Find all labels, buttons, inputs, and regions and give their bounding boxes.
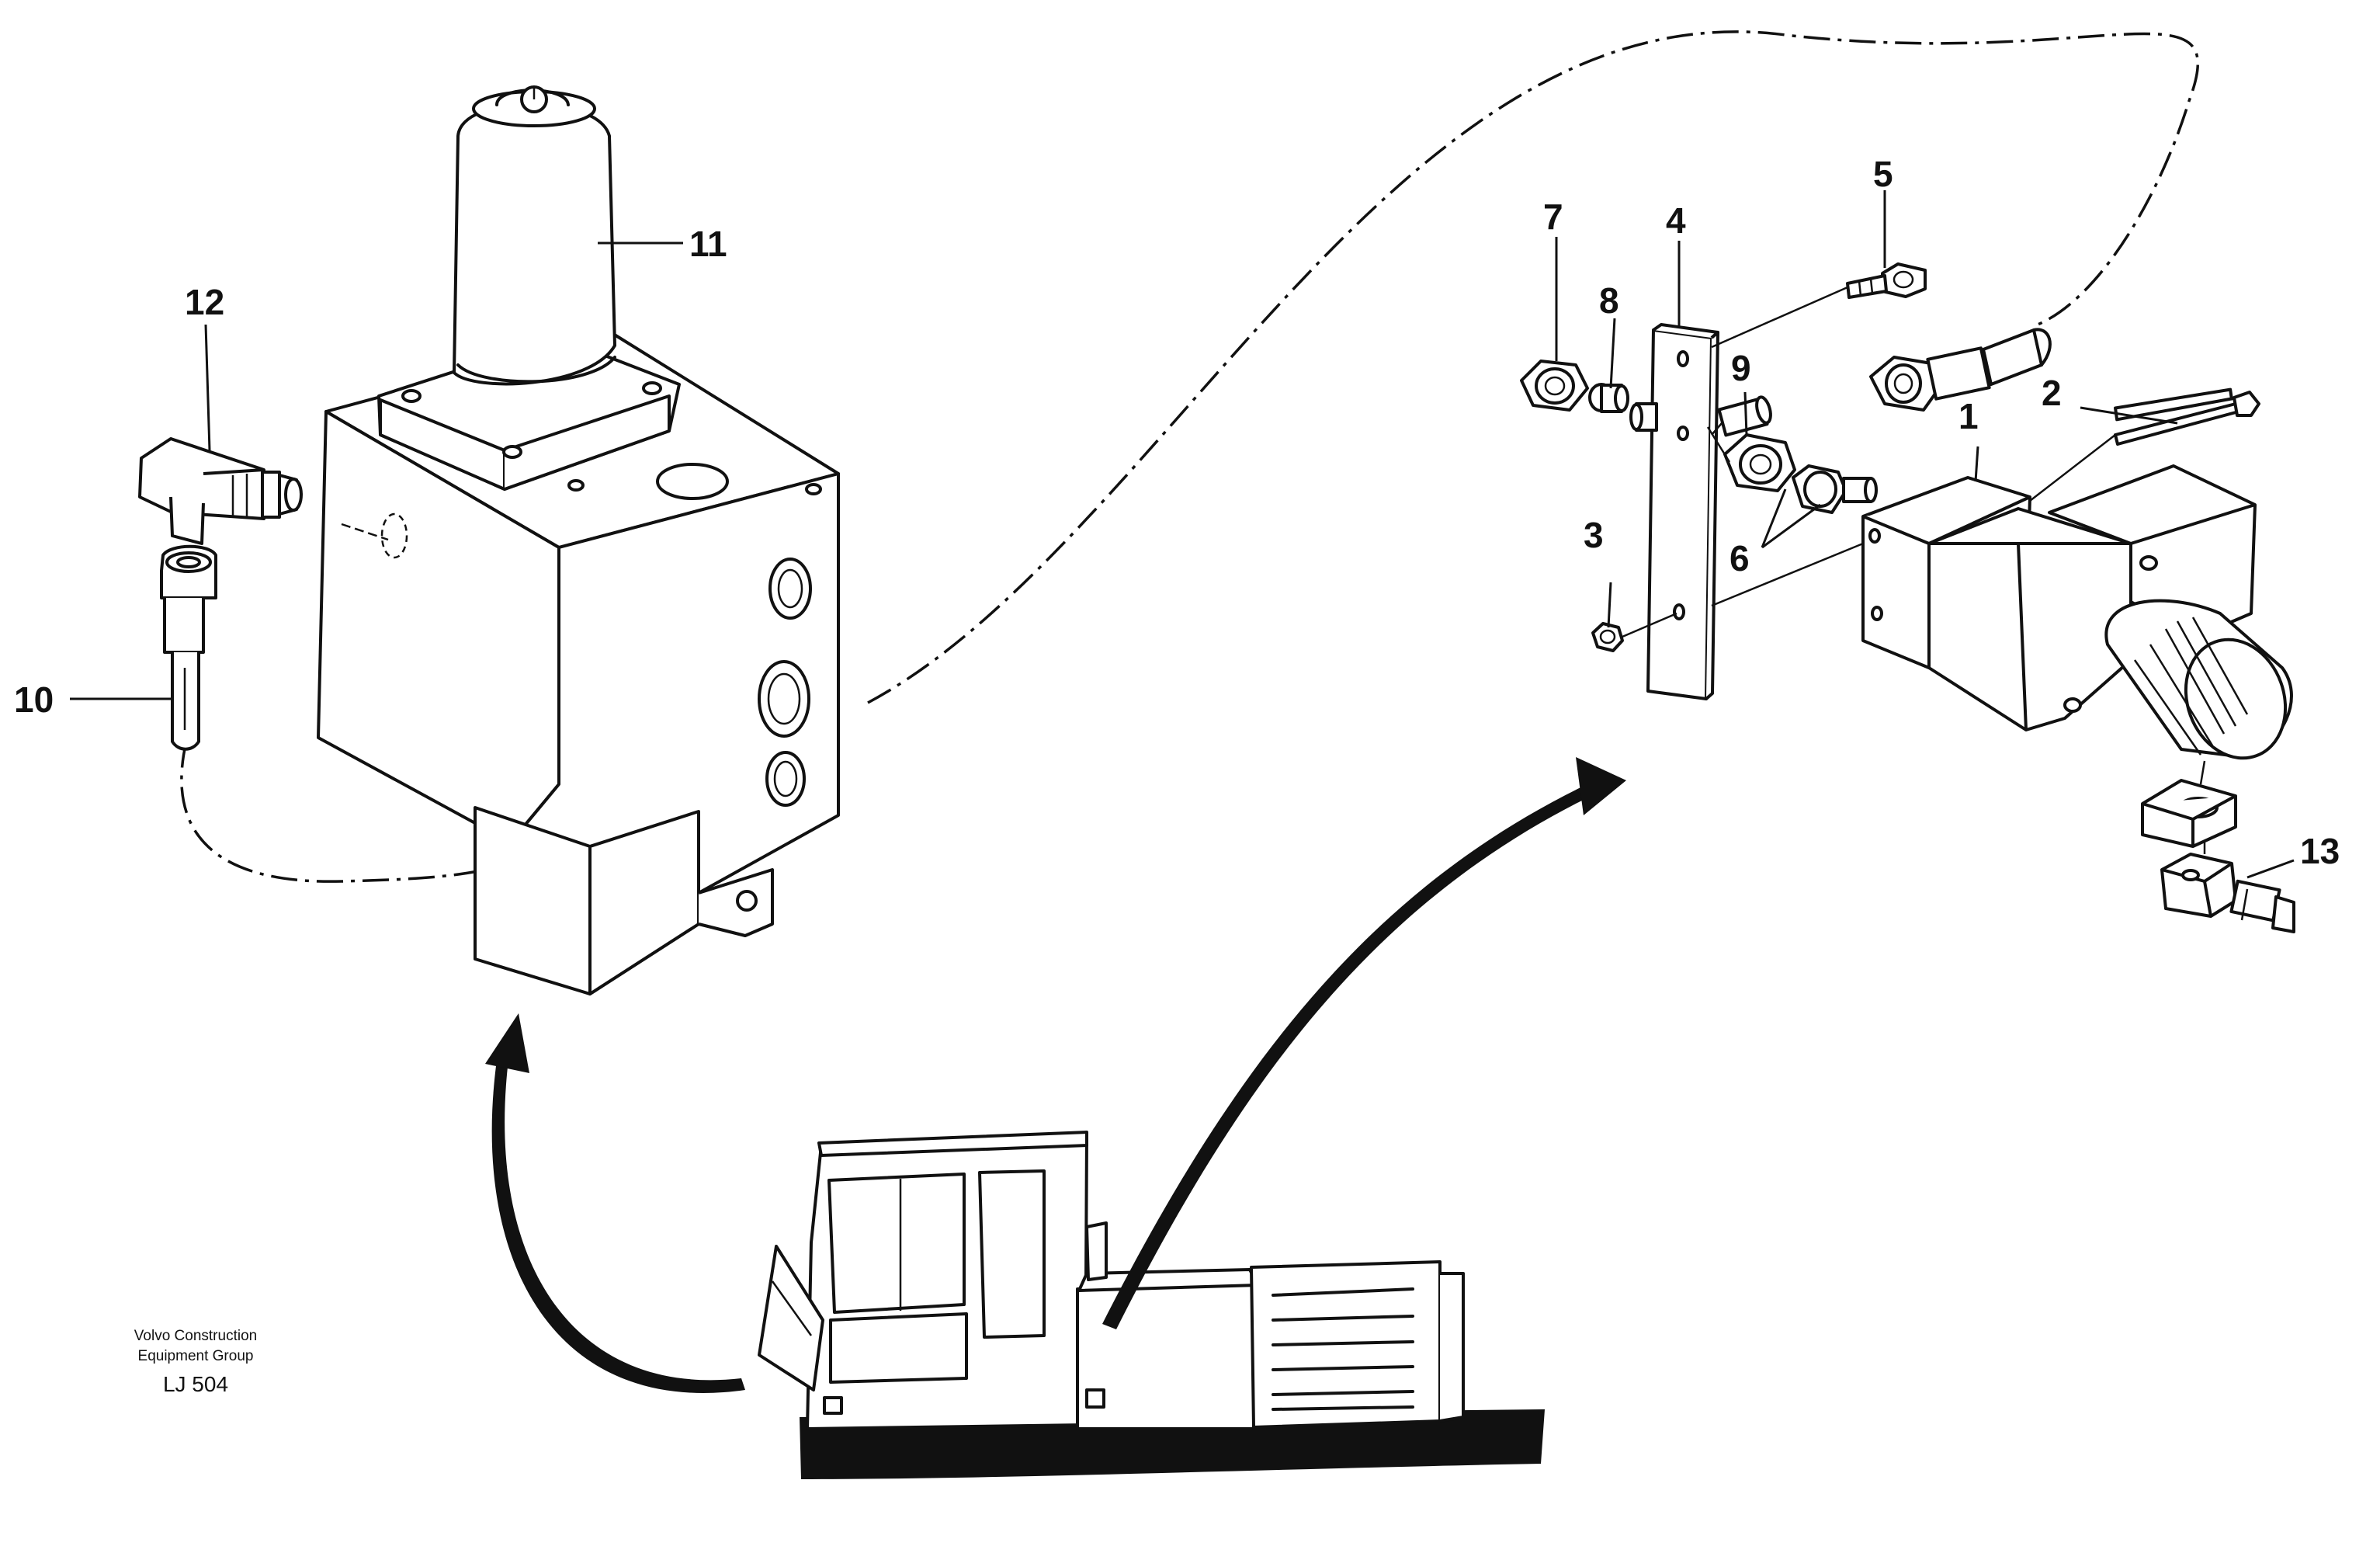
callout-4: 4 [1666, 200, 1686, 241]
nut-part-6-large [1723, 433, 1796, 492]
adapter-part-6 [1792, 464, 1878, 514]
credit-line-1: Volvo Construction [134, 1328, 257, 1344]
callout-5: 5 [1873, 154, 1893, 194]
callout-12: 12 [185, 282, 224, 322]
callout-7: 7 [1543, 196, 1563, 237]
arrow-to-valve [485, 1013, 745, 1393]
hose-route-line [867, 30, 2199, 704]
callout-8: 8 [1599, 280, 1619, 321]
fitting-through-bracket [1629, 402, 1658, 432]
callout-6: 6 [1729, 538, 1750, 578]
nut-part-7 [1520, 360, 1589, 412]
hose-fitting [160, 544, 217, 751]
callout-2: 2 [2042, 373, 2062, 413]
solenoid-flange [377, 336, 681, 491]
callout-13: 13 [2300, 831, 2340, 871]
screw-part-5 [1846, 262, 1927, 299]
callout-9: 9 [1731, 348, 1751, 388]
callout-11: 11 [689, 224, 727, 264]
hose-route-line-lower [180, 741, 486, 883]
excavator [758, 1131, 1545, 1479]
callout-labels: 1 2 3 4 5 6 7 8 9 10 11 12 13 [14, 154, 2340, 871]
mounting-bracket [1646, 323, 1719, 700]
connector-plug [2160, 853, 2295, 933]
callout-3: 3 [1584, 515, 1604, 555]
arrow-to-solenoid [1102, 757, 1626, 1329]
solenoid-coil [453, 85, 616, 386]
callout-1: 1 [1958, 396, 1979, 436]
fitting-part-8 [1588, 383, 1629, 413]
hose-end-fitting [1869, 328, 2052, 412]
elbow-fitting [138, 437, 303, 545]
nut-part-3 [1591, 622, 1624, 652]
drawing-code: LJ 504 [163, 1372, 228, 1396]
credit-block: Volvo Construction Equipment Group LJ 50… [134, 1328, 257, 1396]
solenoid-valve [1861, 464, 2293, 848]
leader-lines [70, 190, 2295, 879]
callout-10: 10 [14, 679, 54, 720]
credit-line-2: Equipment Group [138, 1348, 254, 1364]
